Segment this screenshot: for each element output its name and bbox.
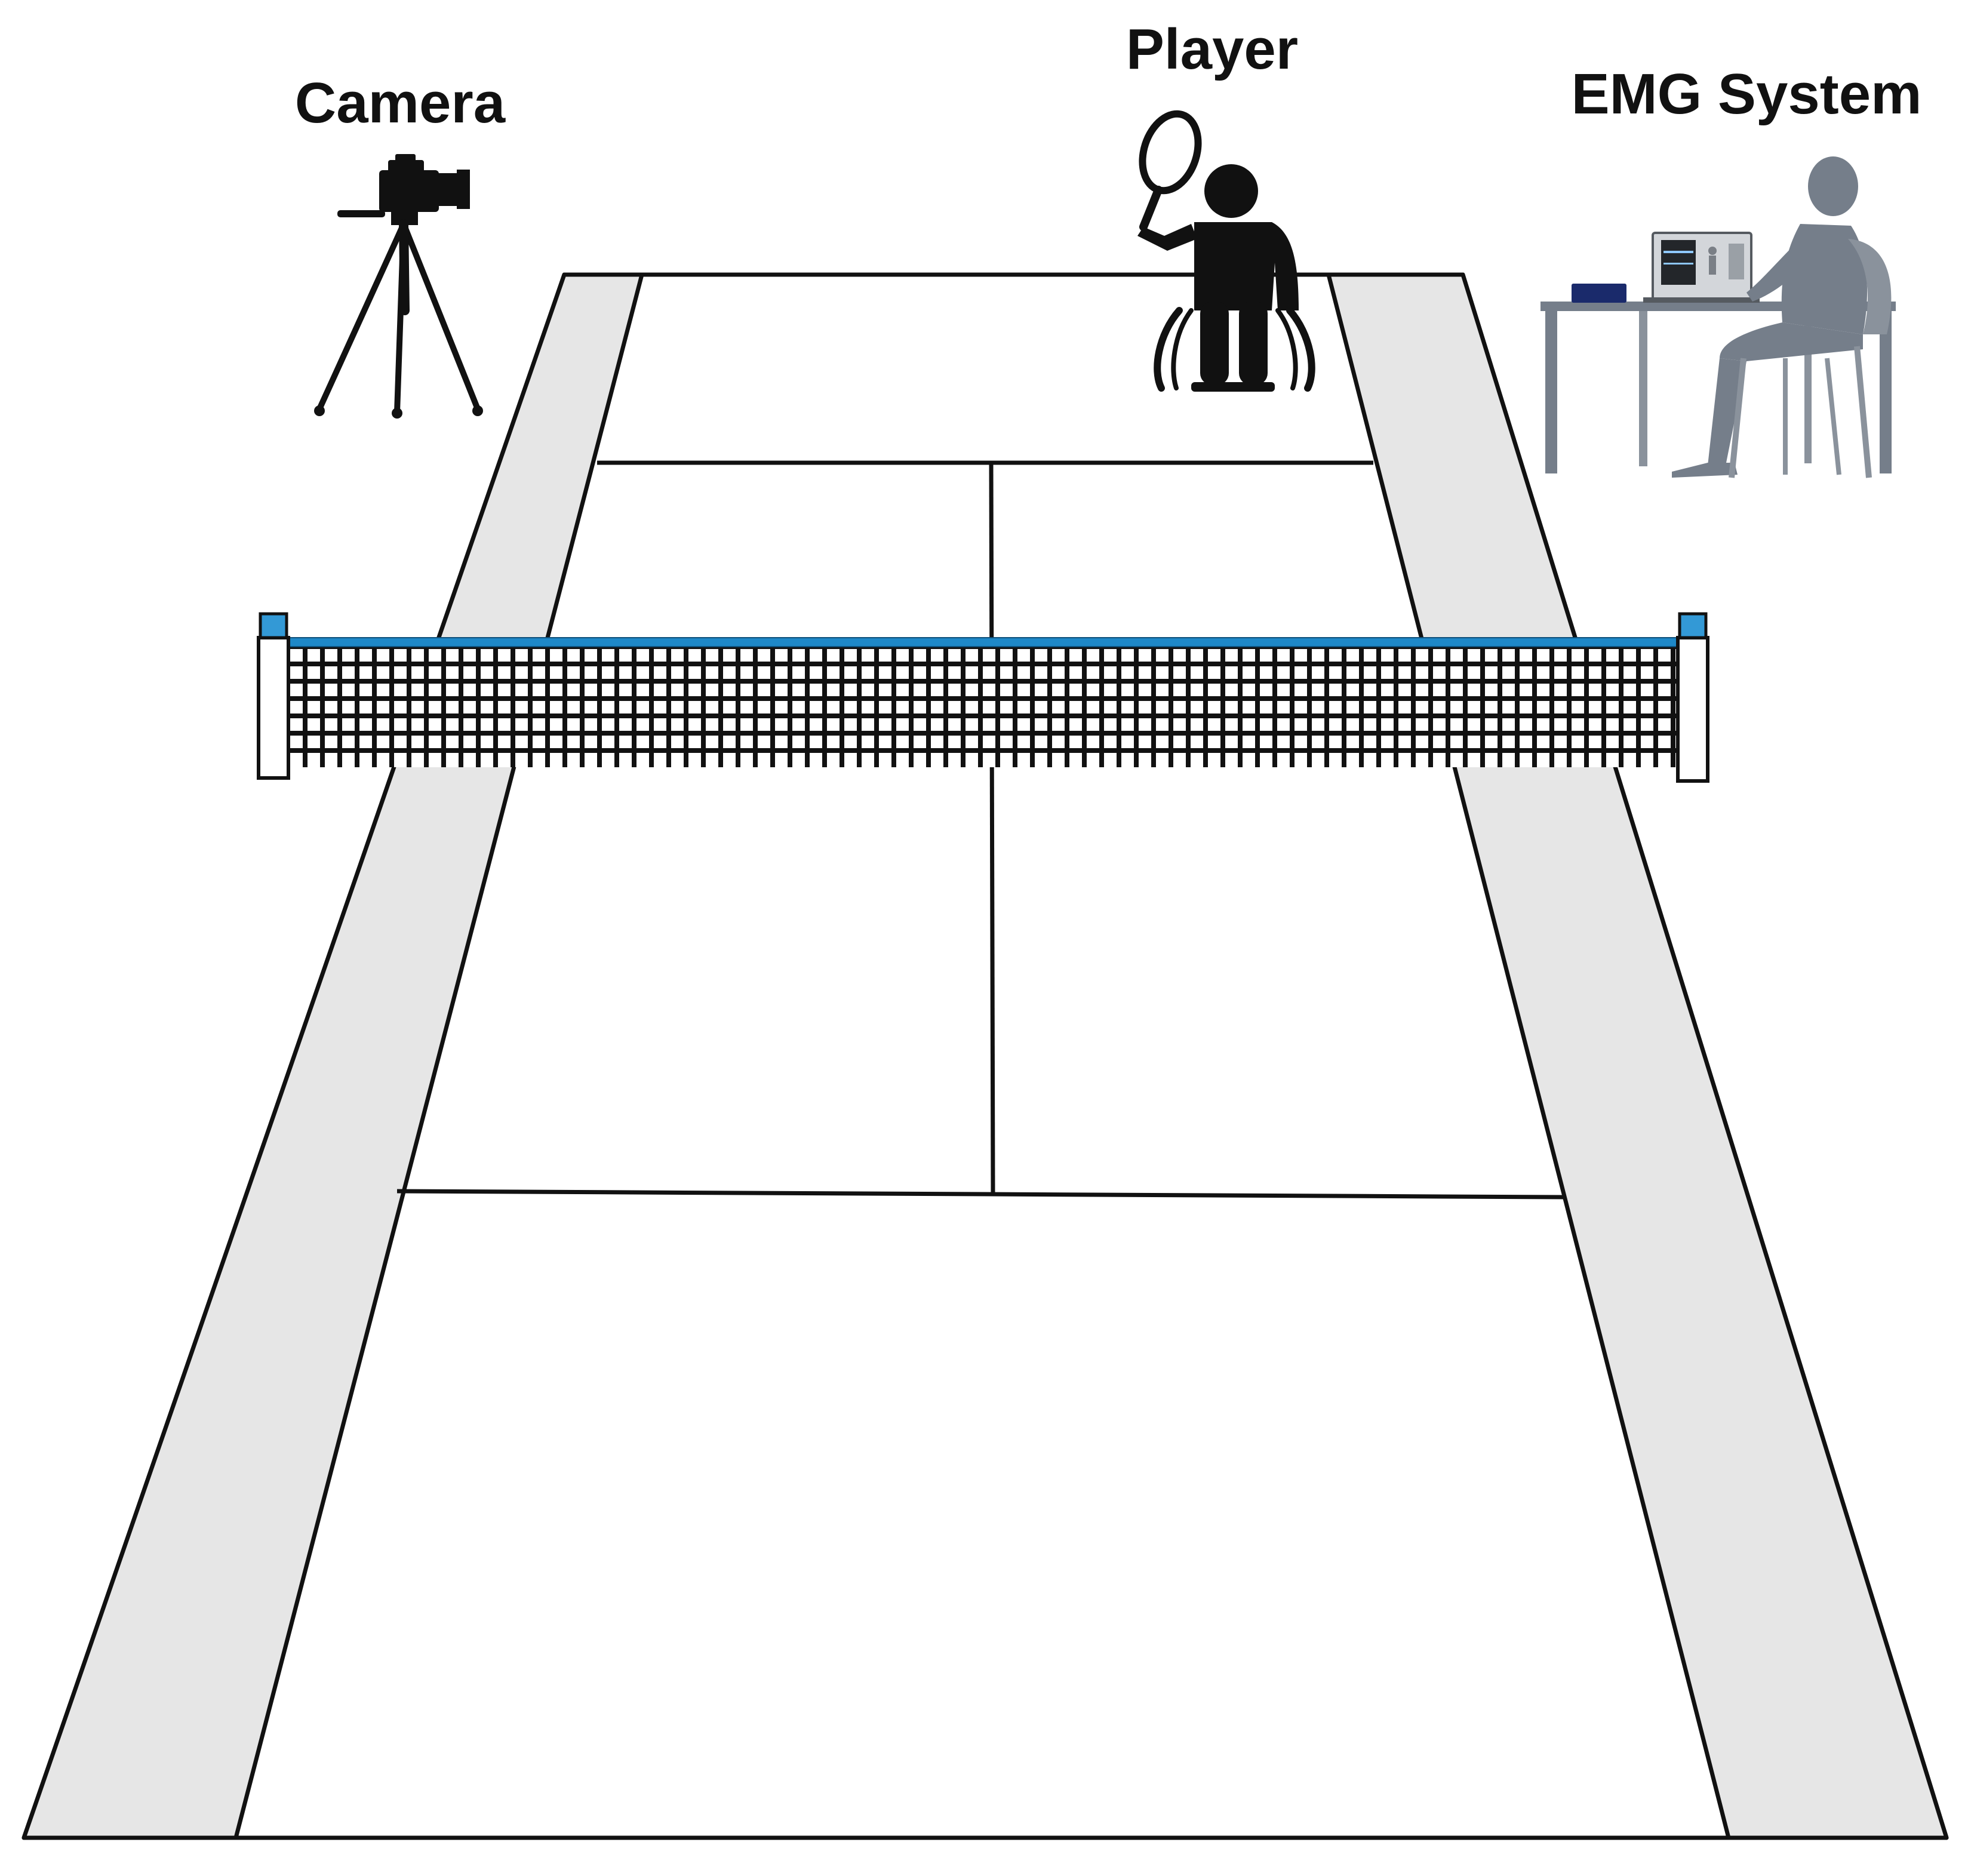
emg-system-group: EMG System bbox=[1540, 62, 1921, 478]
tennis-court bbox=[21, 272, 1949, 1840]
camera-group: Camera bbox=[295, 71, 506, 419]
net-tape bbox=[280, 637, 1684, 647]
wheelchair-tennis-player-icon bbox=[1137, 110, 1315, 392]
emg-device-icon bbox=[1572, 284, 1626, 303]
center-service-line bbox=[989, 462, 995, 1195]
near-service-line bbox=[396, 1189, 1565, 1200]
right-net-post-cap bbox=[1678, 612, 1708, 639]
tennis-net bbox=[257, 612, 1709, 783]
camera-label: Camera bbox=[295, 71, 506, 135]
left-net-post-cap bbox=[259, 612, 288, 639]
left-net-post bbox=[257, 636, 290, 780]
emg-system-label: EMG System bbox=[1572, 62, 1922, 126]
player-label: Player bbox=[1126, 17, 1298, 81]
video-camera-on-tripod-icon bbox=[314, 154, 483, 419]
player-group: Player bbox=[1126, 17, 1315, 392]
person-at-desk-with-computer-icon bbox=[1540, 156, 1896, 478]
right-net-post bbox=[1676, 636, 1709, 783]
